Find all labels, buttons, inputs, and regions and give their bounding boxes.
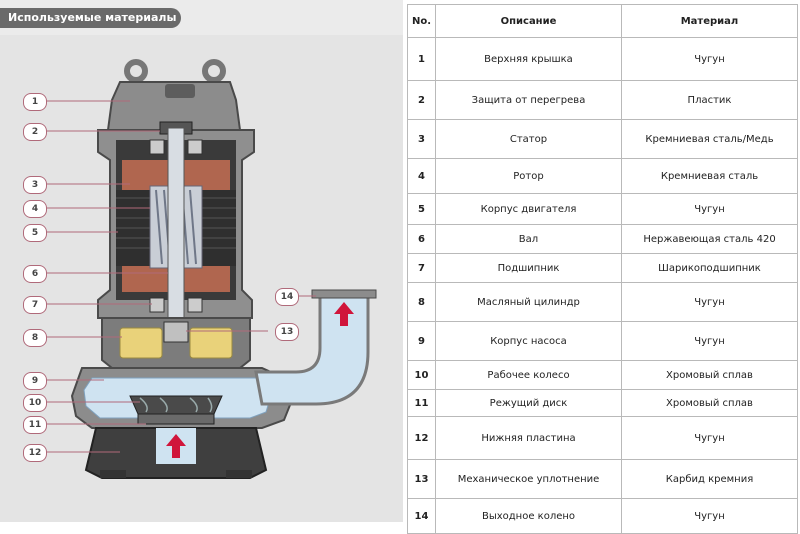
table-cell-number: 8	[407, 282, 436, 322]
table-cell-description: Механическое уплотнение	[435, 459, 622, 499]
table-cell-description: Статор	[435, 119, 622, 159]
table-cell-number: 4	[407, 158, 436, 194]
table-cell-material: Кремниевая сталь/Медь	[621, 119, 798, 159]
section-title: Используемые материалы	[0, 8, 181, 28]
table-cell-description: Режущий диск	[435, 389, 622, 417]
table-cell-material: Чугун	[621, 282, 798, 322]
callout-badge-9: 9	[23, 372, 47, 390]
table-cell-material: Шарикоподшипник	[621, 253, 798, 283]
callout-badge-13: 13	[275, 323, 299, 341]
callout-badge-6: 6	[23, 265, 47, 283]
table-cell-description: Ротор	[435, 158, 622, 194]
header-description: Описание	[435, 4, 622, 38]
pump-cutaway-drawing	[0, 35, 403, 522]
oil-fill-left	[119, 327, 163, 359]
mechanical-seal-shape	[163, 321, 189, 343]
table-cell-number: 7	[407, 253, 436, 283]
table-cell-description: Верхняя крышка	[435, 37, 622, 81]
callout-badge-7: 7	[23, 296, 47, 314]
table-cell-description: Выходное колено	[435, 498, 622, 534]
table-cell-description: Нижняя пластина	[435, 416, 622, 460]
table-cell-material: Пластик	[621, 80, 798, 120]
table-cell-material: Чугун	[621, 321, 798, 361]
table-cell-number: 11	[407, 389, 436, 417]
stand-feet	[100, 470, 252, 478]
table-cell-material: Карбид кремния	[621, 459, 798, 499]
table-cell-description: Рабочее колесо	[435, 360, 622, 390]
table-cell-material: Чугун	[621, 193, 798, 225]
pump-diagram-panel: Используемые материалы	[0, 0, 403, 522]
table-cell-description: Корпус насоса	[435, 321, 622, 361]
table-cell-description: Подшипник	[435, 253, 622, 283]
lifting-eye-right	[202, 59, 226, 83]
table-cell-number: 5	[407, 193, 436, 225]
table-cell-material: Кремниевая сталь	[621, 158, 798, 194]
lower-bearing-left	[149, 297, 165, 313]
callout-badge-10: 10	[23, 394, 47, 412]
callout-badge-1: 1	[23, 93, 47, 111]
table-cell-material: Чугун	[621, 37, 798, 81]
table-cell-description: Корпус двигателя	[435, 193, 622, 225]
lifting-eye-left	[124, 59, 148, 83]
header-material: Материал	[621, 4, 798, 38]
callout-badge-8: 8	[23, 329, 47, 347]
table-cell-number: 13	[407, 459, 436, 499]
table-cell-number: 9	[407, 321, 436, 361]
outlet-arrow	[334, 302, 354, 326]
table-cell-number: 12	[407, 416, 436, 460]
table-cell-material: Хромовый сплав	[621, 360, 798, 390]
table-cell-number: 10	[407, 360, 436, 390]
table-header-row: No. Описание Материал	[407, 4, 798, 38]
oil-fill-right	[189, 327, 233, 359]
outlet-flange	[311, 289, 377, 299]
callout-badge-4: 4	[23, 200, 47, 218]
table-cell-material: Чугун	[621, 416, 798, 460]
table-cell-description: Вал	[435, 224, 622, 254]
cable-gland	[165, 84, 195, 98]
table-cell-number: 6	[407, 224, 436, 254]
callout-badge-14: 14	[275, 288, 299, 306]
callout-leaders	[44, 100, 316, 453]
table-cell-number: 1	[407, 37, 436, 81]
cutter-disk-shape	[137, 413, 215, 425]
table-cell-material: Хромовый сплав	[621, 389, 798, 417]
impeller-vanes	[139, 397, 213, 413]
callout-badge-3: 3	[23, 176, 47, 194]
callout-badge-2: 2	[23, 123, 47, 141]
inlet-arrow	[166, 434, 186, 458]
table-cell-number: 2	[407, 80, 436, 120]
table-cell-description: Масляный цилиндр	[435, 282, 622, 322]
callout-badge-5: 5	[23, 224, 47, 242]
lifting-eyes	[124, 59, 226, 83]
callout-badge-12: 12	[23, 444, 47, 462]
table-cell-material: Чугун	[621, 498, 798, 534]
callout-badge-11: 11	[23, 416, 47, 434]
header-number: No.	[407, 4, 436, 38]
table-cell-number: 3	[407, 119, 436, 159]
upper-bearing-right	[187, 139, 203, 155]
table-cell-material: Нержавеющая сталь 420	[621, 224, 798, 254]
table-cell-number: 14	[407, 498, 436, 534]
table-cell-description: Защита от перегрева	[435, 80, 622, 120]
upper-bearing-left	[149, 139, 165, 155]
lower-bearing-right	[187, 297, 203, 313]
